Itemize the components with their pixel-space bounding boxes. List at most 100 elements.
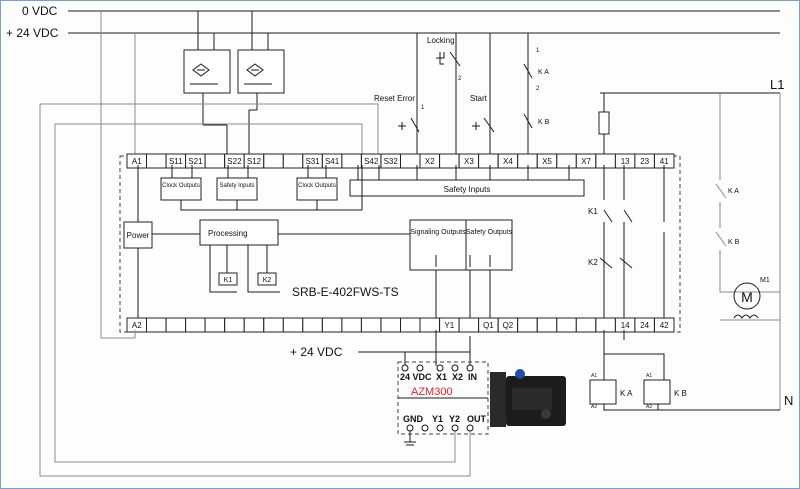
azm-pin-gnd: GND <box>403 414 424 424</box>
coil-kb-label: K B <box>674 389 687 398</box>
terminal-label: 24 <box>640 321 649 330</box>
terminal-cell <box>419 317 440 333</box>
motor-label: M1 <box>760 277 770 284</box>
terminal-cell <box>341 317 362 333</box>
signaling-outputs-block <box>409 219 467 271</box>
azm300-device-image <box>490 369 566 427</box>
label-start: Start <box>470 94 488 103</box>
start-switch[interactable] <box>472 117 495 133</box>
label-l1: L1 <box>770 77 784 92</box>
azm-pin-out: OUT <box>467 414 487 424</box>
terminal-cell <box>595 317 616 333</box>
terminal-cell <box>321 317 343 333</box>
svg-text:A2: A2 <box>646 404 652 410</box>
safety-outputs-label: Safety Outputs <box>466 229 513 236</box>
terminal-cell <box>185 317 206 333</box>
safety-outputs-block <box>465 219 513 271</box>
svg-text:A1: A1 <box>591 373 597 379</box>
safety-inputs-small-label: Safety Inputs <box>219 183 254 189</box>
terminal-label: 13 <box>621 157 630 166</box>
clock-outputs-2 <box>296 177 338 201</box>
label-24vdc: + 24 VDC <box>6 26 59 40</box>
terminal-cell <box>146 317 167 333</box>
terminal-cell <box>575 317 597 333</box>
terminal-label: X5 <box>542 157 552 166</box>
azm-pin-y1: Y1 <box>432 414 443 424</box>
terminal-label: S41 <box>325 157 340 166</box>
azm-supply-label: + 24 VDC <box>290 345 343 359</box>
terminal-cell <box>556 317 577 333</box>
azm-pin-x2: X2 <box>452 372 463 382</box>
relay-model: SRB-E-402FWS-TS <box>292 285 399 299</box>
processing-block <box>199 219 279 246</box>
signaling-outputs-label: Signaling Outputs <box>410 229 466 236</box>
terminal-label: Y1 <box>444 321 454 330</box>
safety-inputs-bar <box>349 179 585 197</box>
label-ka-1: K A <box>538 69 549 76</box>
terminal-cell <box>282 317 304 333</box>
terminal-label: S12 <box>247 157 262 166</box>
terminal-label: X4 <box>503 157 513 166</box>
fuse <box>598 111 610 135</box>
terminal-cell <box>165 317 187 333</box>
locking-switch <box>436 51 461 67</box>
terminal-label: Q1 <box>483 321 494 330</box>
label-reset-error: Reset Error <box>374 94 415 103</box>
terminal-cell <box>556 153 577 169</box>
terminal-cell <box>458 317 480 333</box>
terminal-label: X2 <box>425 157 435 166</box>
terminal-cell <box>243 317 265 333</box>
terminal-label: X7 <box>581 157 591 166</box>
svg-text:A2: A2 <box>591 404 597 410</box>
terminal-cell <box>517 153 538 169</box>
svg-text:1: 1 <box>536 48 540 54</box>
terminal-cell <box>400 317 421 333</box>
terminal-cell <box>478 153 499 169</box>
label-0vdc: 0 VDC <box>22 4 58 18</box>
terminal-label: S22 <box>227 157 242 166</box>
coil-ka <box>589 379 617 405</box>
azm-pin-in: IN <box>468 372 477 382</box>
label-ka-2: K A <box>728 188 739 195</box>
terminal-cell <box>536 317 558 333</box>
azm-pin-x1: X1 <box>436 372 447 382</box>
motor-symbol: M <box>741 289 753 305</box>
svg-text:A1: A1 <box>646 373 652 379</box>
terminal-cell <box>263 317 284 333</box>
clock-outputs-1 <box>160 177 202 201</box>
terminal-cell <box>282 153 304 169</box>
clock-outputs-2-label: Clock Outputs <box>298 183 336 189</box>
label-k2-contact: K2 <box>588 258 598 267</box>
terminal-label: 14 <box>621 321 630 330</box>
terminal-cell <box>302 317 323 333</box>
terminal-cell <box>263 153 284 169</box>
terminal-label: S32 <box>384 157 399 166</box>
svg-text:2: 2 <box>458 76 462 82</box>
terminal-cell <box>595 153 616 169</box>
terminal-label: X3 <box>464 157 474 166</box>
svg-text:1: 1 <box>421 105 425 111</box>
label-kb-2: K B <box>728 239 740 246</box>
clock-outputs-1-label: Clock Outputs <box>162 183 200 189</box>
coil-kb <box>643 379 671 405</box>
svg-text:2: 2 <box>536 86 540 92</box>
k2-label: K2 <box>263 277 272 284</box>
terminal-cell <box>204 317 226 333</box>
label-k1-contact: K1 <box>588 207 598 216</box>
safety-inputs-bar-label: Safety Inputs <box>444 185 491 194</box>
terminal-label: A2 <box>132 321 142 330</box>
label-kb-1: K B <box>538 119 550 126</box>
k1-coil <box>218 272 238 286</box>
terminal-label: S42 <box>364 157 379 166</box>
motor-m1 <box>733 282 761 310</box>
terminal-cell <box>204 153 226 169</box>
azm-pin-24vdc: 24 VDC <box>400 372 432 382</box>
terminal-label: 42 <box>660 321 669 330</box>
power-label: Power <box>127 231 150 240</box>
terminal-label: 23 <box>640 157 649 166</box>
reset-error-switch[interactable] <box>398 117 420 133</box>
terminal-cell <box>517 317 538 333</box>
label-n: N <box>784 393 793 408</box>
coil-ka-label: K A <box>620 389 633 398</box>
